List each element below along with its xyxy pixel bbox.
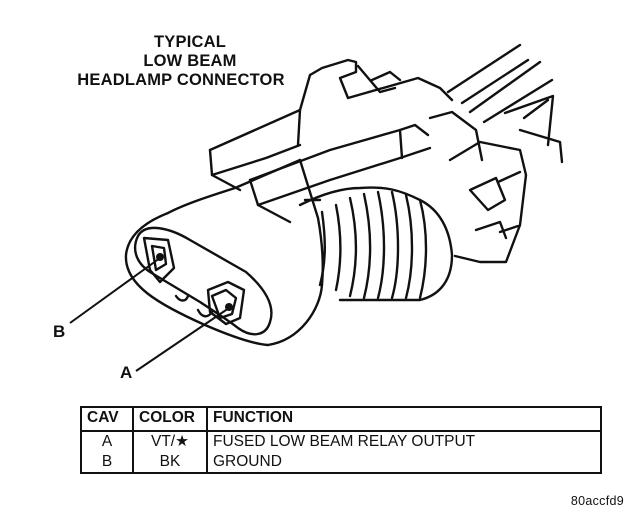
callout-a-label: A bbox=[120, 363, 133, 382]
drawing-code: 80accfd9 bbox=[570, 494, 624, 508]
row-color: VT/★ bbox=[132, 431, 208, 452]
row-cav: B bbox=[80, 452, 134, 474]
header-color: COLOR bbox=[132, 406, 208, 432]
row-function: GROUND bbox=[206, 452, 602, 474]
connector-housing bbox=[124, 158, 324, 347]
connector-face bbox=[134, 226, 273, 336]
title-line-2: LOW BEAM bbox=[143, 52, 237, 70]
table-row: B BK GROUND bbox=[80, 452, 602, 474]
title-line-1: TYPICAL bbox=[154, 33, 226, 51]
diagram-title: TYPICAL LOW BEAM HEADLAMP CONNECTOR bbox=[77, 33, 300, 90]
table-row: A VT/★ FUSED LOW BEAM RELAY OUTPUT bbox=[80, 431, 602, 452]
locking-tab bbox=[208, 58, 454, 192]
row-color: BK bbox=[132, 452, 208, 474]
wire-bundle bbox=[446, 43, 564, 164]
callout-b-label: B bbox=[53, 322, 66, 341]
header-cav: CAV bbox=[80, 406, 134, 432]
connector-illustration bbox=[69, 43, 564, 372]
header-function: FUNCTION bbox=[206, 406, 602, 432]
pin-function-table: CAV COLOR FUNCTION A VT/★ FUSED LOW BEAM… bbox=[80, 406, 602, 474]
rear-shroud bbox=[448, 140, 528, 264]
table-header-row: CAV COLOR FUNCTION bbox=[80, 406, 602, 432]
ribbed-seal bbox=[298, 186, 454, 302]
callout-a-leader bbox=[135, 307, 230, 372]
row-function: FUSED LOW BEAM RELAY OUTPUT bbox=[206, 431, 602, 452]
secondary-lock bbox=[248, 110, 484, 224]
callout-b-leader bbox=[69, 257, 161, 324]
row-cav: A bbox=[80, 431, 134, 452]
title-line-3: HEADLAMP CONNECTOR bbox=[77, 71, 285, 89]
